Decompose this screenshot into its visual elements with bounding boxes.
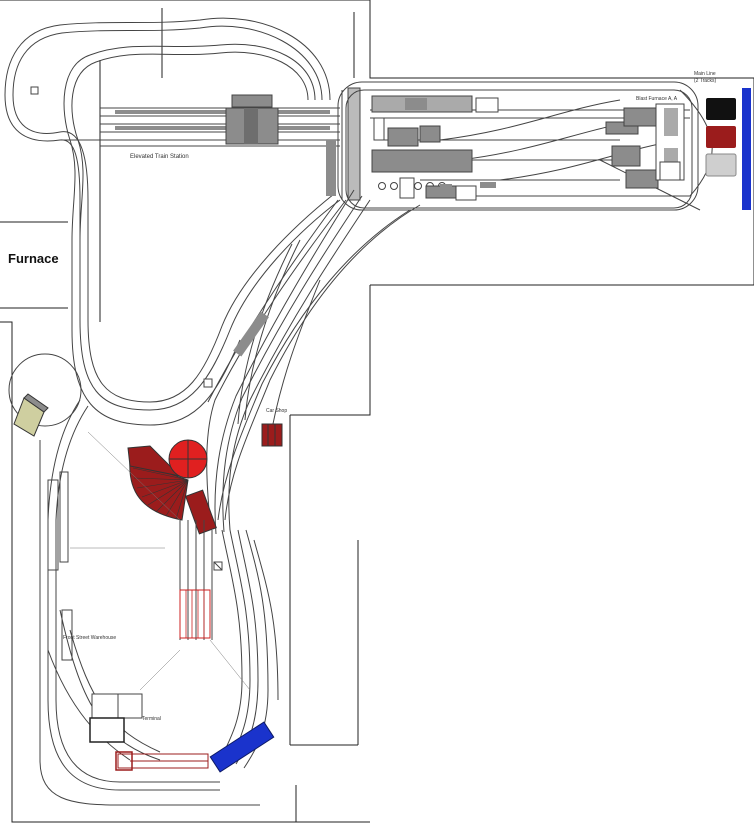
ore-bin-grey: [705, 153, 737, 177]
bottom-bridge: [209, 721, 275, 773]
main-diagonal-tracks: [206, 189, 421, 535]
ore-bin-black: [706, 98, 736, 120]
blast-furnace-label: Blast Furnace A, A: [636, 96, 678, 102]
turntable: [168, 439, 208, 479]
car-shop: [261, 423, 283, 447]
terminal-label: Terminal: [142, 716, 161, 722]
elevated-train-station: [60, 94, 340, 147]
tunnel-portal: [13, 393, 49, 437]
elevated-train-station-label: Elevated Train Station: [130, 154, 189, 160]
car-shop-label: Car Shop: [266, 408, 287, 414]
left-loop: [8, 353, 260, 806]
center-column: [326, 87, 361, 201]
main-line-tracks-label: (2 Tracks): [694, 78, 717, 84]
furnace-yard: [337, 81, 751, 211]
ore-bin-red: [706, 126, 736, 148]
furnace-label: Furnace: [8, 251, 59, 266]
main-line-label: Main Line: [694, 71, 716, 77]
furnace-bridge: [742, 88, 751, 210]
roundhouse: [127, 445, 217, 535]
front-street-warehouse-label: Front Street Warehouse: [63, 635, 116, 641]
